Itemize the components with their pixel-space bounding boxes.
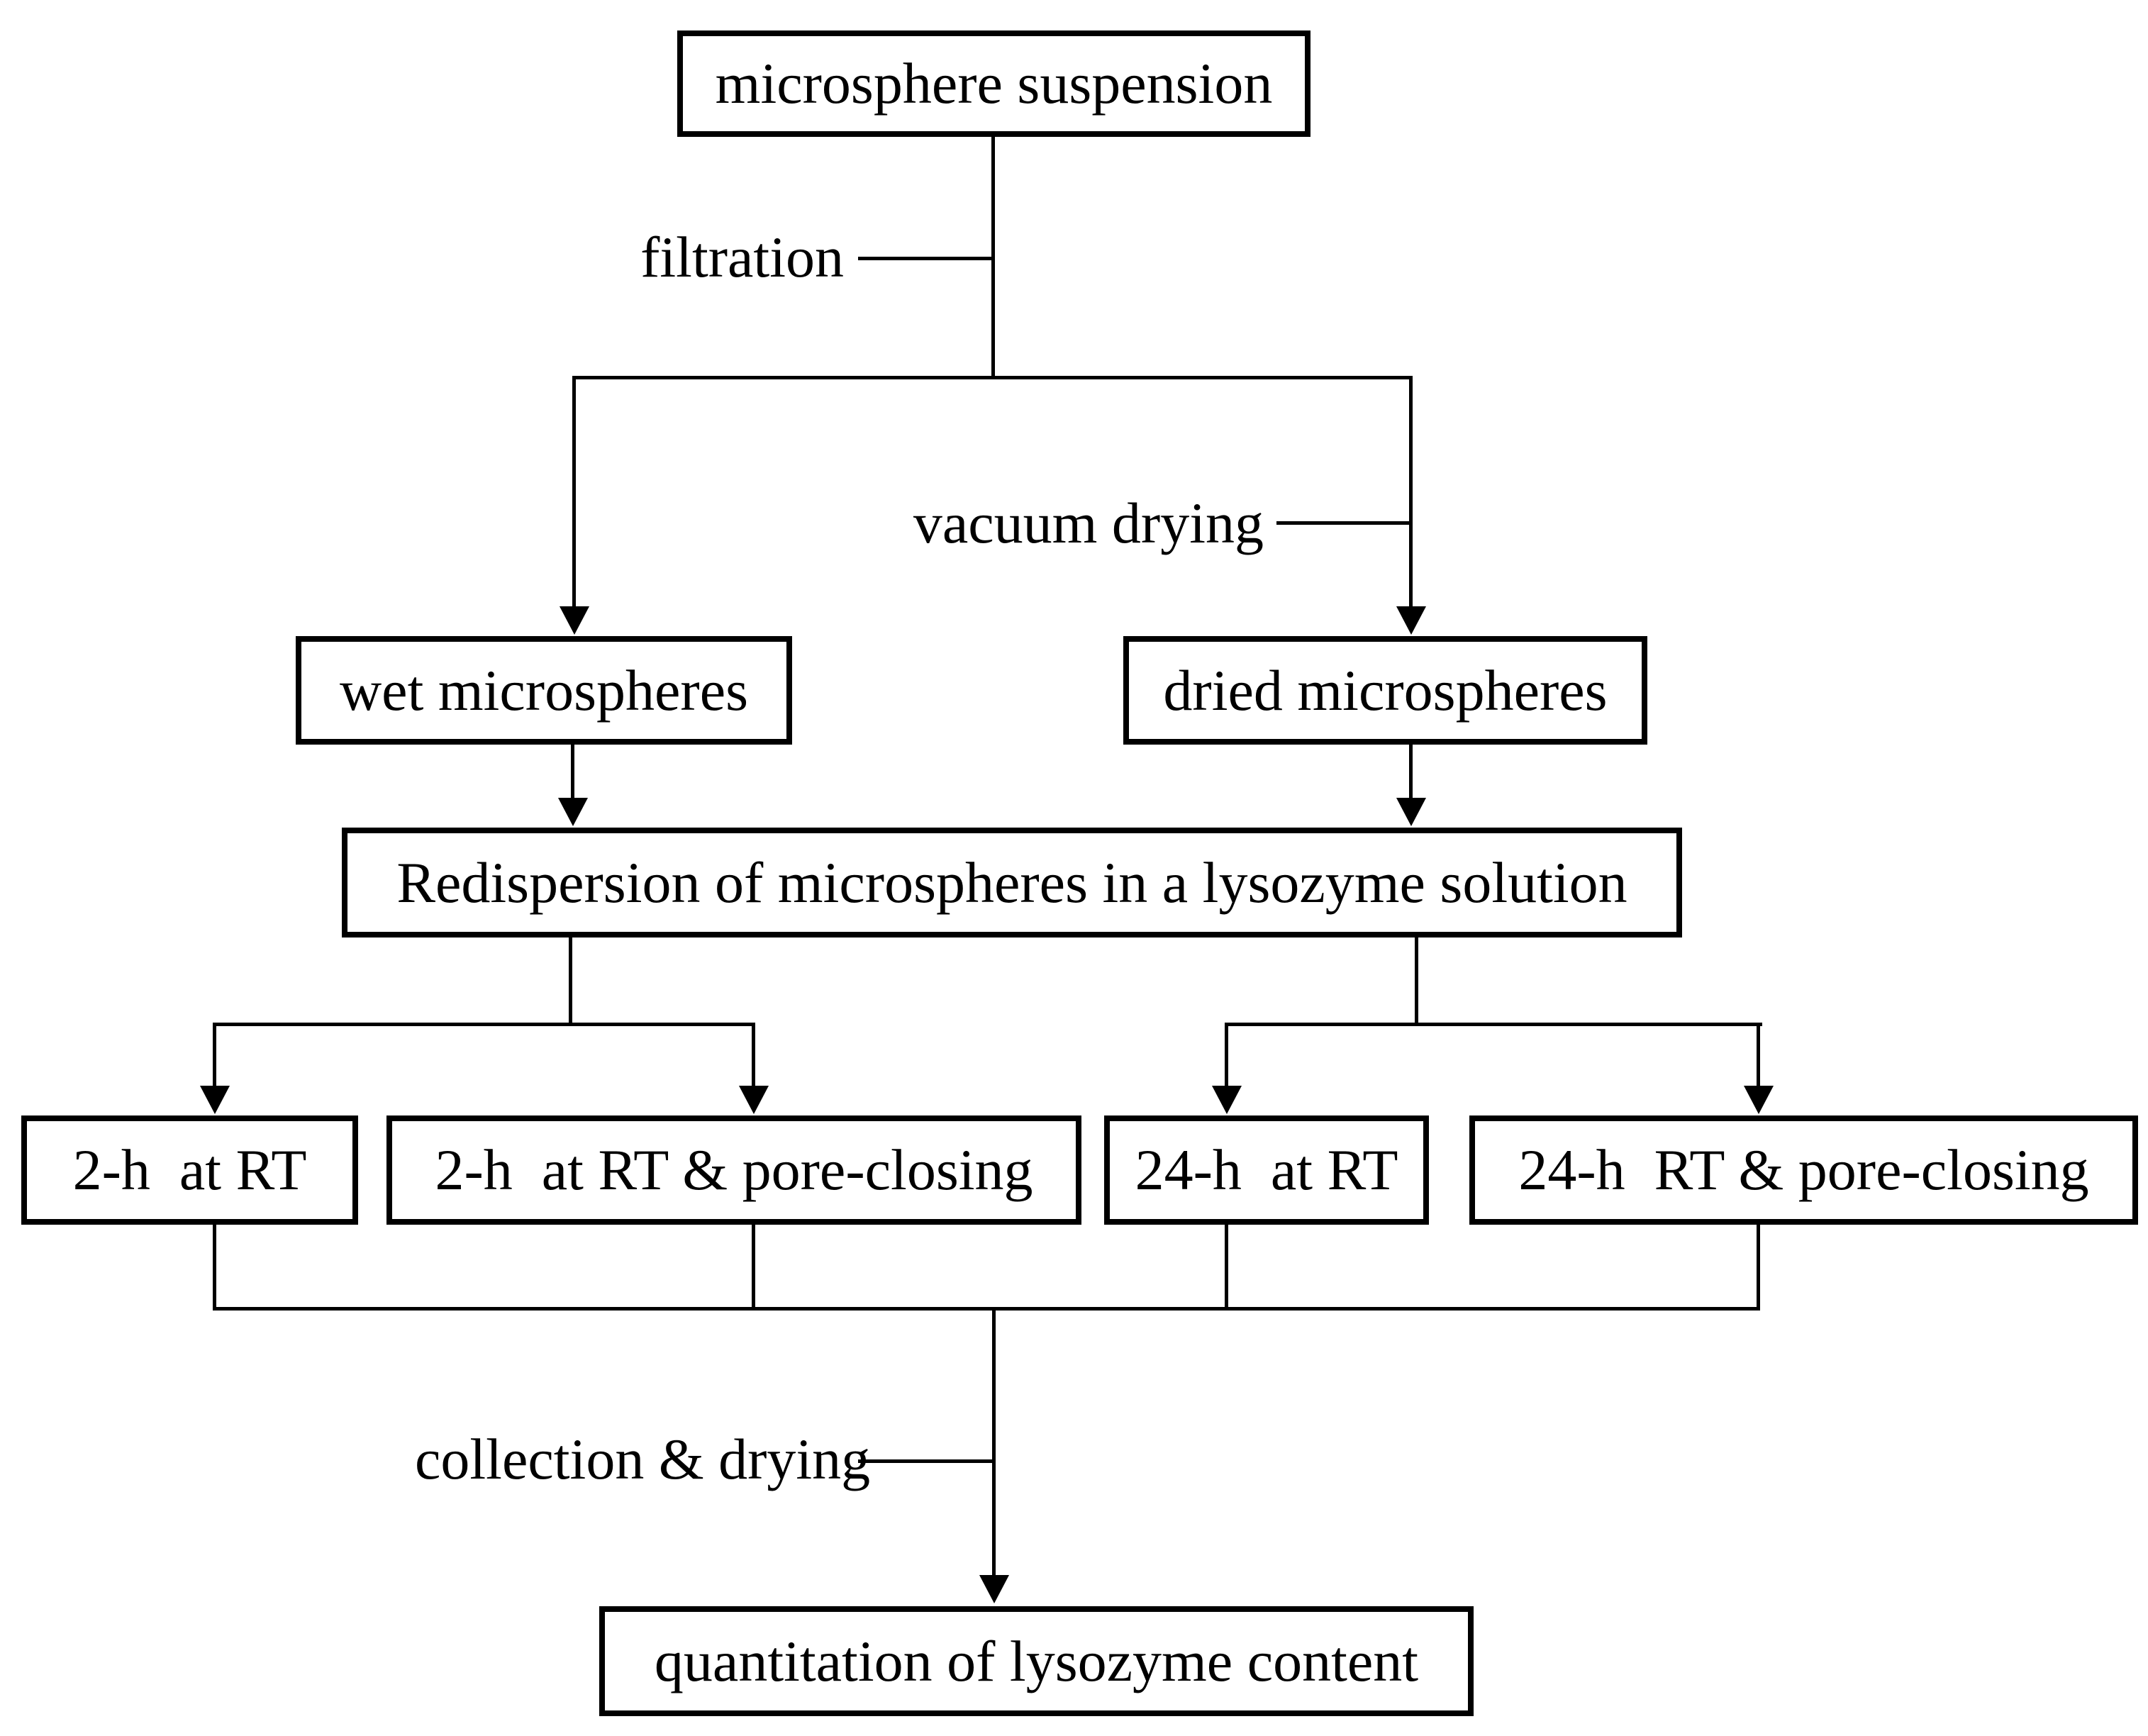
connector-24h-rt-pc-down [1757,1225,1760,1311]
node-dried-microspheres-label: dried microspheres [1163,657,1608,723]
label-collection-drying: collection & drying [415,1427,871,1491]
connector-to-quantitation-shaft [992,1307,996,1578]
connector-dried-to-redispersion-shaft [1409,745,1413,801]
arrowhead-to-quantitation [979,1575,1009,1603]
node-2h-at-rt: 2-h at RT [21,1115,358,1225]
node-24h-rt-pore-closing-label: 24-h RT & pore-closing [1518,1137,2089,1202]
node-2h-at-rt-pore-closing-label: 2-h at RT & pore-closing [435,1137,1033,1202]
connector-to-2h-rt-pc-shaft [752,1023,755,1090]
arrowhead-to-24h-rt-pc [1744,1086,1774,1114]
connector-left-stem [569,937,572,1026]
connector-to-24h-rt-pc-shaft [1757,1023,1760,1090]
label-filtration: filtration [640,225,844,289]
arrowhead-to-wet [560,606,589,635]
connector-2h-rt-pc-down [752,1225,755,1311]
label-vacuum-drying: vacuum drying [913,491,1264,555]
node-redispersion-label: Redispersion of microspheres in a lysozy… [396,850,1627,915]
node-2h-at-rt-label: 2-h at RT [72,1137,307,1202]
connector-to-2h-rt-shaft [213,1023,216,1090]
node-24h-rt-pore-closing: 24-h RT & pore-closing [1469,1115,2138,1225]
arrowhead-wet-to-redispersion [558,798,588,826]
node-24h-at-rt-label: 24-h at RT [1135,1137,1398,1202]
node-microsphere-suspension-label: microsphere suspension [715,51,1273,116]
node-wet-microspheres-label: wet microspheres [339,657,749,723]
node-redispersion: Redispersion of microspheres in a lysozy… [342,828,1682,937]
connector-vacuum-tick [1276,521,1411,525]
node-quantitation-label: quantitation of lysozyme content [654,1628,1419,1693]
node-microsphere-suspension: microsphere suspension [677,30,1310,137]
arrowhead-to-2h-rt-pc [739,1086,769,1114]
connector-2h-rt-down [213,1225,216,1311]
connector-wet-to-redispersion-shaft [571,745,574,801]
arrowhead-to-2h-rt [200,1086,230,1114]
connector-to-24h-rt-shaft [1225,1023,1228,1090]
connector-to-dried-shaft [1409,376,1413,610]
arrowhead-dried-to-redispersion [1396,798,1426,826]
connector-branch-horizontal [574,376,1413,379]
connector-merge-horizontal [213,1307,1760,1311]
node-24h-at-rt: 24-h at RT [1104,1115,1429,1225]
connector-collection-tick [858,1459,994,1463]
connector-left-subbranch [215,1023,755,1026]
arrowhead-to-dried [1396,606,1426,635]
node-wet-microspheres: wet microspheres [296,636,792,745]
arrowhead-to-24h-rt [1212,1086,1242,1114]
node-dried-microspheres: dried microspheres [1123,636,1647,745]
node-2h-at-rt-pore-closing: 2-h at RT & pore-closing [386,1115,1081,1225]
connector-right-stem [1415,937,1418,1026]
connector-to-wet-shaft [572,376,576,610]
connector-filtration-tick [858,257,995,260]
connector-right-subbranch [1227,1023,1762,1026]
node-quantitation: quantitation of lysozyme content [599,1606,1474,1716]
connector-24h-rt-down [1225,1225,1228,1311]
